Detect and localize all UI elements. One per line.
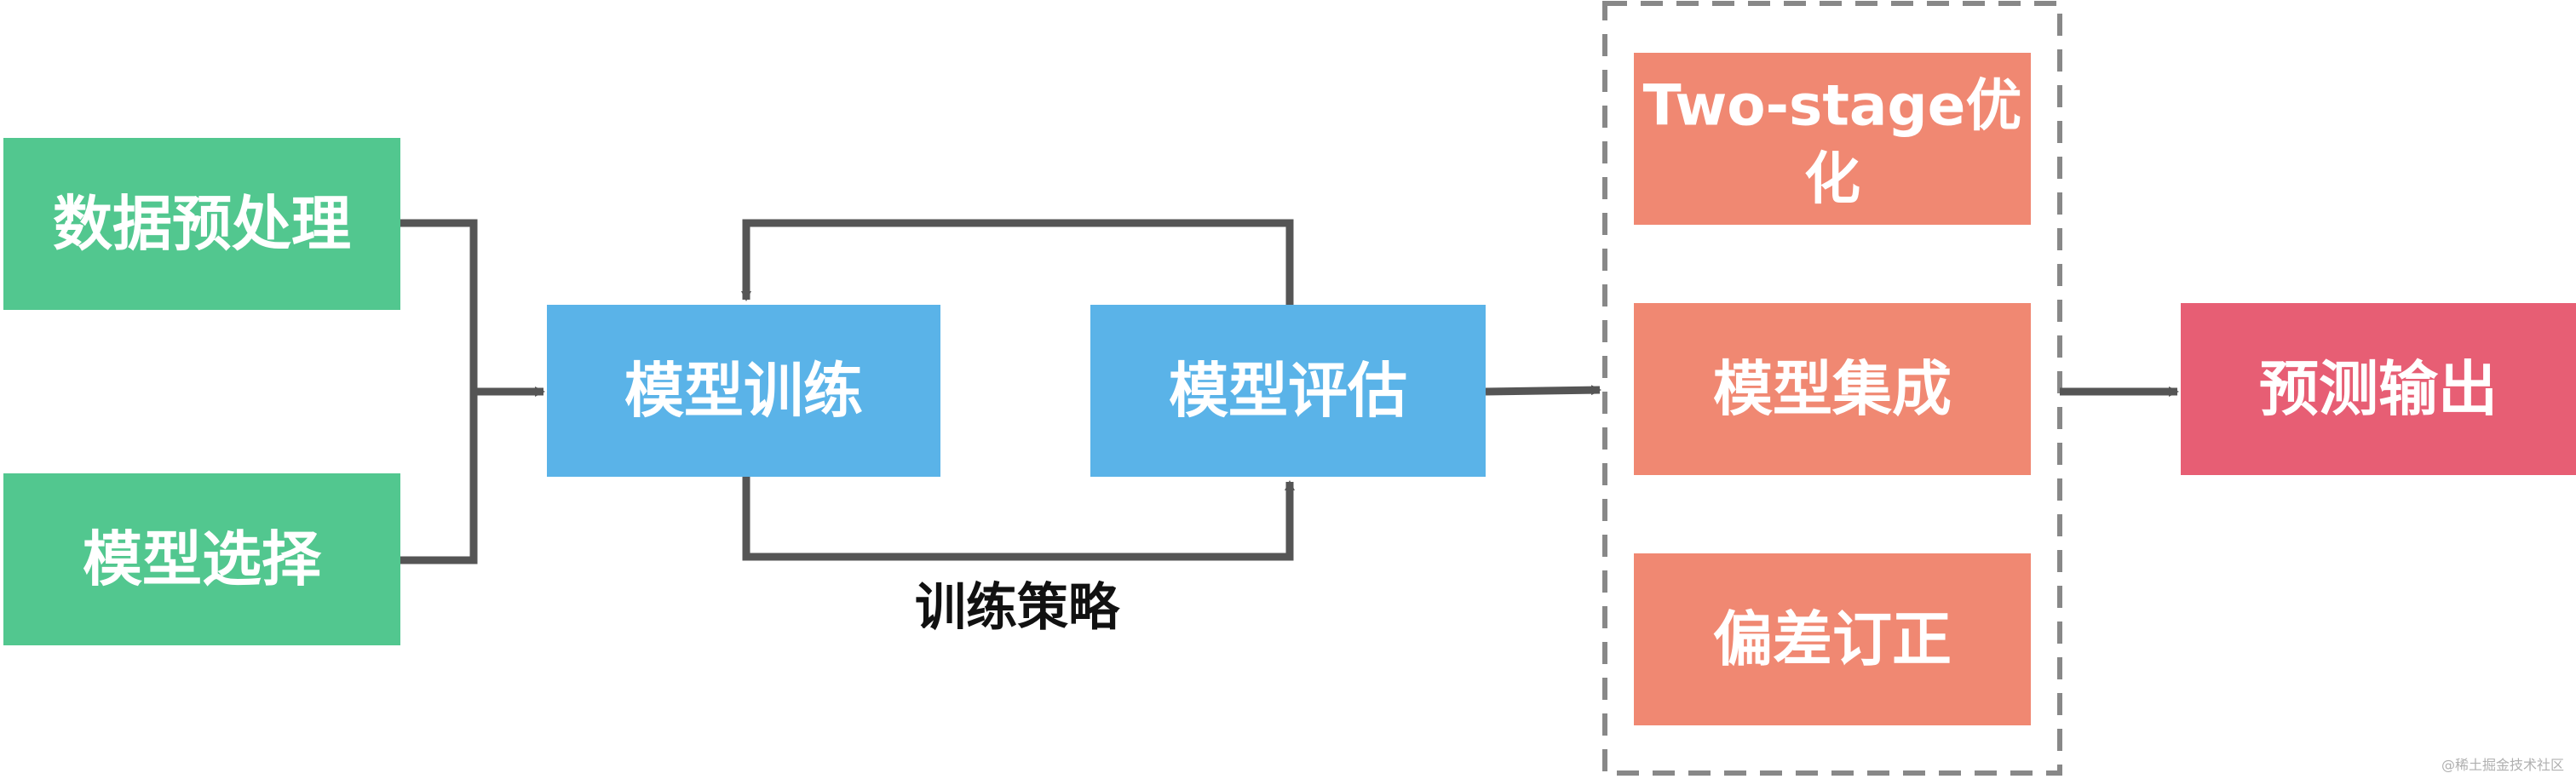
node-bias-correction-label: 偏差订正 xyxy=(1713,604,1952,674)
node-model-training-label: 模型训练 xyxy=(624,356,863,426)
node-model-evaluation-box xyxy=(1090,305,1486,477)
node-model-ensemble-label: 模型集成 xyxy=(1713,354,1952,424)
node-model-ensemble: 模型集成 xyxy=(1634,303,2031,475)
node-data-preprocessing: 数据预处理 xyxy=(3,138,400,310)
node-data-preprocessing-label: 数据预处理 xyxy=(53,189,351,259)
watermark: @稀土掘金技术社区 xyxy=(2441,757,2564,773)
arrow-evaluation-to-optimization xyxy=(1485,385,1601,396)
node-bias-correction: 偏差订正 xyxy=(1634,553,2031,725)
node-two-stage-optimization-box xyxy=(1634,53,2031,225)
node-two-stage-optimization-label-line1: Two-stage优 xyxy=(1643,73,2022,139)
arrow-training-strategy xyxy=(742,477,1295,561)
node-two-stage-optimization: Two-stage优 化 xyxy=(1634,53,2031,225)
node-model-evaluation: 模型评估 xyxy=(1090,305,1486,477)
node-data-preprocessing-box xyxy=(3,138,400,310)
connector-selection-to-merge xyxy=(400,392,478,564)
connector-preprocess-to-merge xyxy=(400,219,478,392)
node-model-evaluation-label: 模型评估 xyxy=(1169,356,1407,426)
node-model-training-box xyxy=(547,305,940,477)
node-model-selection-box xyxy=(3,473,400,645)
node-model-ensemble-box xyxy=(1634,303,2031,475)
node-model-training: 模型训练 xyxy=(547,305,940,477)
arrow-feedback-loop xyxy=(741,219,1294,305)
node-bias-correction-box xyxy=(1634,553,2031,725)
node-two-stage-optimization-label-line2: 化 xyxy=(1804,146,1860,212)
connectors xyxy=(400,219,2179,564)
node-prediction-output-label: 预测输出 xyxy=(2259,354,2498,424)
node-prediction-output-box xyxy=(2181,303,2576,475)
edge-label-training-strategy: 训练策略 xyxy=(915,578,1120,638)
node-model-selection-label: 模型选择 xyxy=(83,524,322,594)
node-model-selection: 模型选择 xyxy=(3,473,400,645)
node-prediction-output: 预测输出 xyxy=(2181,303,2576,475)
